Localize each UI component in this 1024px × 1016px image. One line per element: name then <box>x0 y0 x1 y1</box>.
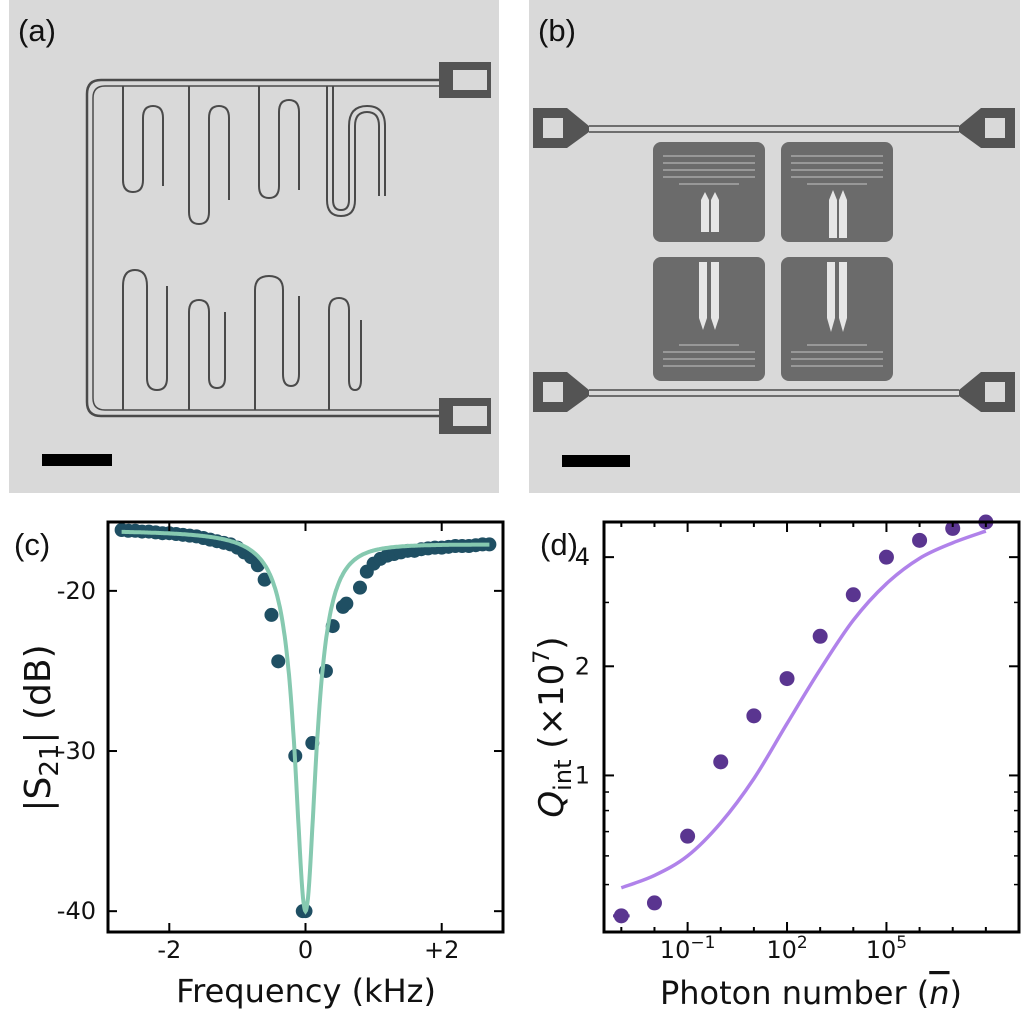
chart-c-xtick-label: 0 <box>298 936 313 964</box>
feedline-a <box>85 78 441 418</box>
micrograph-a <box>9 0 499 493</box>
chart-c-point <box>257 572 272 587</box>
panel-label-c: (c) <box>14 527 51 562</box>
chart-c-ytick-label: -30 <box>57 737 96 765</box>
chart-d-point <box>945 520 961 536</box>
panel-label-a: (a) <box>18 13 56 48</box>
chart-d-point <box>713 754 729 770</box>
chart-d-ytick-label: 2 <box>575 652 590 680</box>
chart-c-xlabel: Frequency (kHz) <box>176 972 436 1010</box>
scale-bar-b <box>562 455 630 467</box>
scale-bar-a <box>42 454 112 466</box>
chart-d-xtick-label: 10−1 <box>660 933 716 964</box>
chart-c-point <box>352 580 367 595</box>
chart-d-ytick-label: 4 <box>575 543 590 571</box>
chart-d-xlabel: Photon number (n) <box>660 974 962 1012</box>
chart-d-point <box>646 895 662 911</box>
chart-d-point <box>746 708 762 724</box>
chart-d-ylabel: Qint (×107) <box>530 636 577 817</box>
chart-d-xtick-label: 105 <box>866 933 907 964</box>
chart-c-plot-area <box>114 523 497 919</box>
panel-label-b: (b) <box>538 13 576 48</box>
chart-d-point <box>878 549 894 565</box>
panel-label-d: (d) <box>540 527 578 562</box>
micrograph-a-drawing <box>42 62 491 466</box>
chart-c-fit-line <box>121 529 490 915</box>
chart-c-point <box>264 607 279 622</box>
chart-d-point <box>779 671 795 687</box>
chart-d-plot-area <box>613 514 994 924</box>
chart-c-ytick-label: -20 <box>57 577 96 605</box>
chart-d-point <box>613 908 629 924</box>
resonators-top <box>122 86 386 226</box>
feedlines-b <box>589 125 959 397</box>
chart-d-point <box>680 828 696 844</box>
chart-d-ytick-label: 1 <box>575 761 590 789</box>
chart-c-ylabel: |S21| (dB) <box>18 644 65 811</box>
chart-c-point <box>339 596 354 611</box>
chart-d-point <box>912 532 928 548</box>
chart-c-xtick-label: +2 <box>424 936 459 964</box>
micrograph-b <box>529 0 1020 493</box>
chart-d-fit-line <box>620 529 987 890</box>
chart-c-xtick-label: -2 <box>157 936 181 964</box>
resonators-bottom <box>122 268 362 410</box>
bond-pad-top <box>439 62 491 98</box>
chips-b <box>653 142 893 381</box>
chart-d-point <box>845 587 861 603</box>
chart-d-point <box>812 628 828 644</box>
chart-d-xtick-label: 102 <box>766 933 807 964</box>
bond-pad-bottom <box>439 398 491 434</box>
chart-d-frame <box>602 520 1021 934</box>
chart-c-ytick-label: -40 <box>57 897 96 925</box>
micrograph-b-drawing <box>533 108 1015 467</box>
chart-c-point <box>271 654 286 669</box>
